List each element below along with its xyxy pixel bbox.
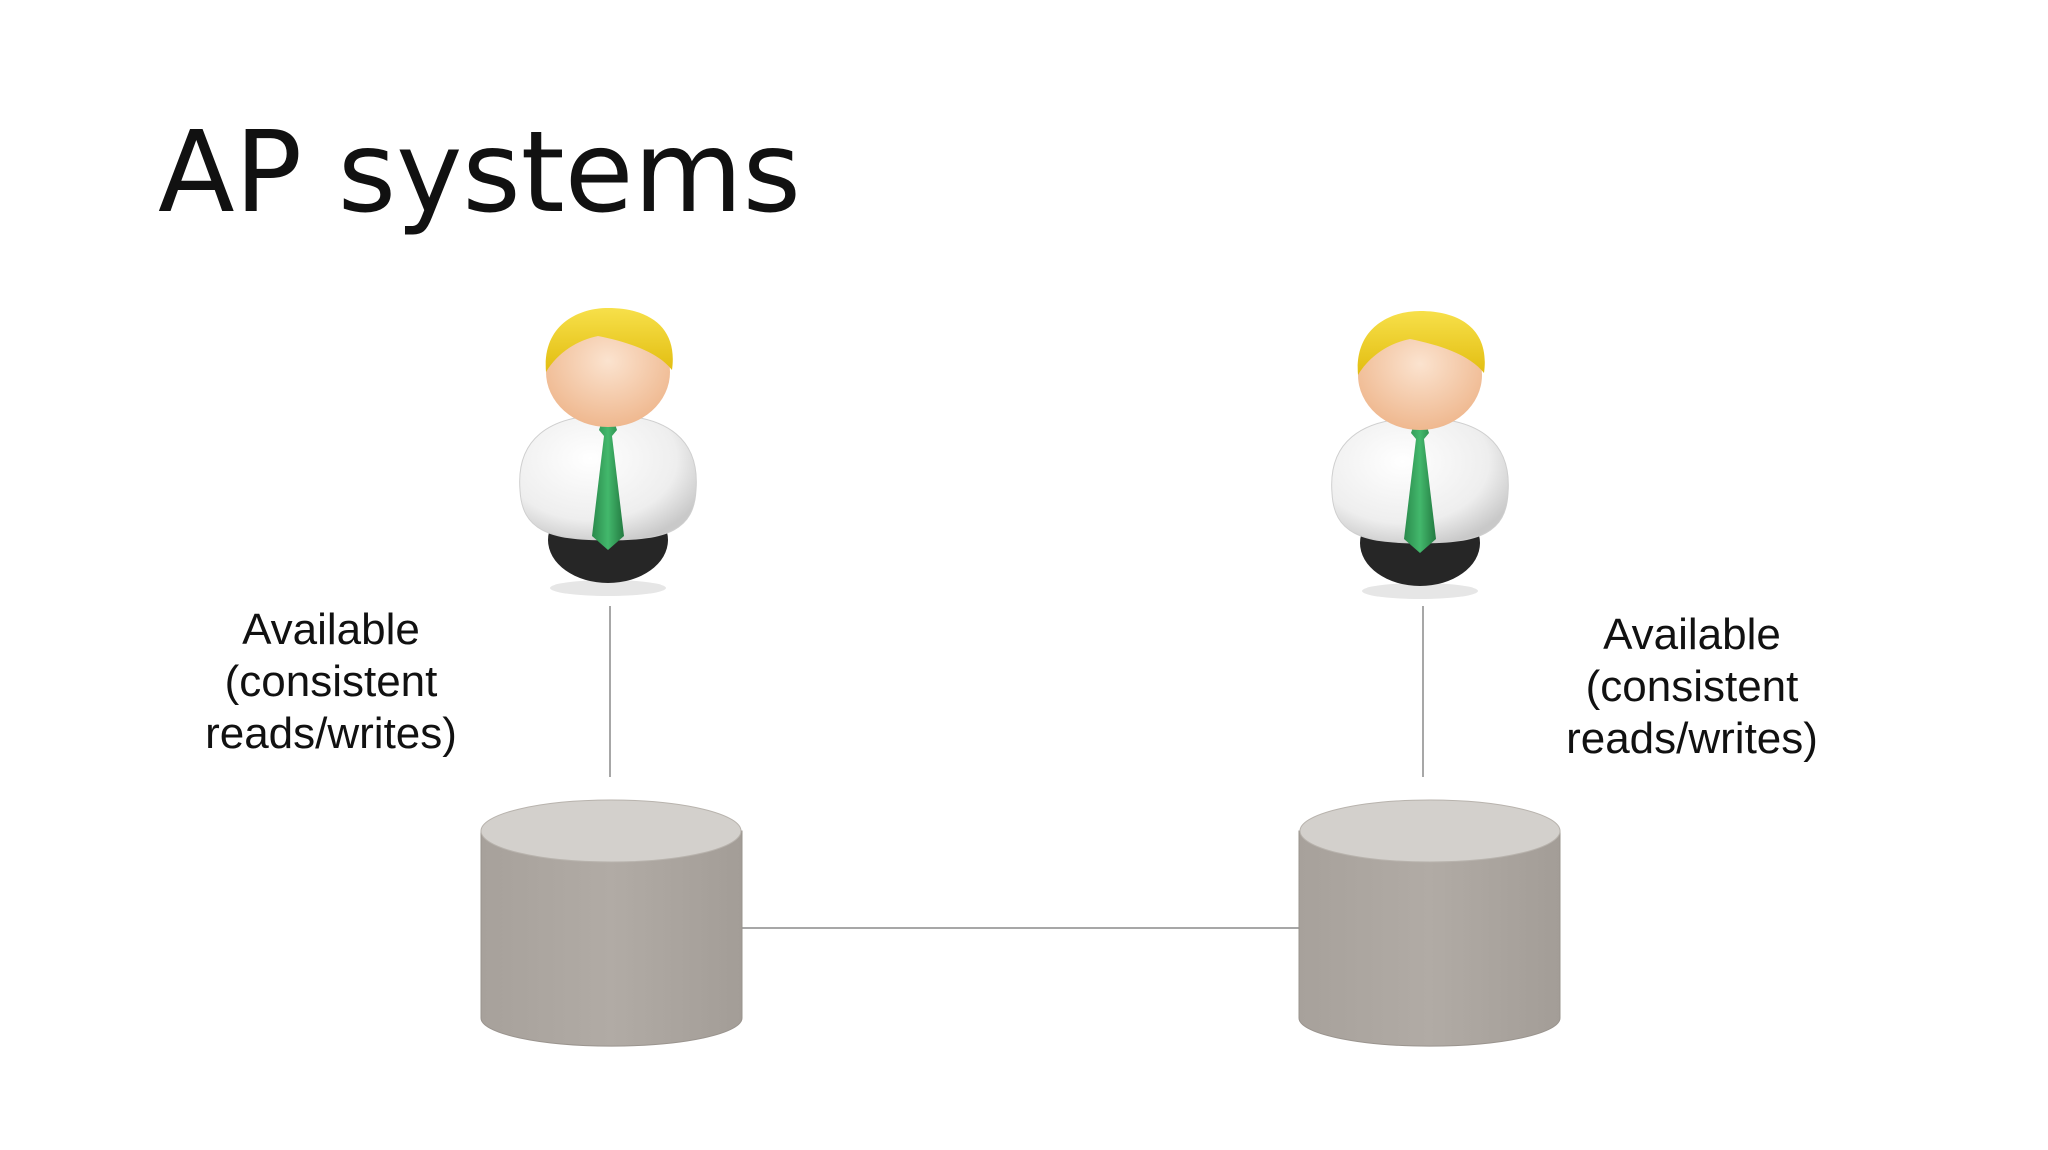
status-line: Available (242, 605, 420, 654)
status-line: Available (1603, 610, 1781, 659)
node-right-status-label: Available (consistent reads/writes) (1532, 609, 1852, 765)
status-line: (consistent (1585, 662, 1799, 711)
database-icon (1298, 799, 1561, 1047)
status-line: reads/writes) (1566, 714, 1818, 763)
user-icon (1331, 311, 1509, 599)
slide-title: AP systems (158, 108, 802, 238)
node-left-status-label: Available (consistent reads/writes) (171, 604, 491, 760)
user-icon (519, 308, 697, 596)
status-line: (consistent (224, 657, 438, 706)
status-line: reads/writes) (205, 709, 457, 758)
database-icon (480, 799, 743, 1047)
